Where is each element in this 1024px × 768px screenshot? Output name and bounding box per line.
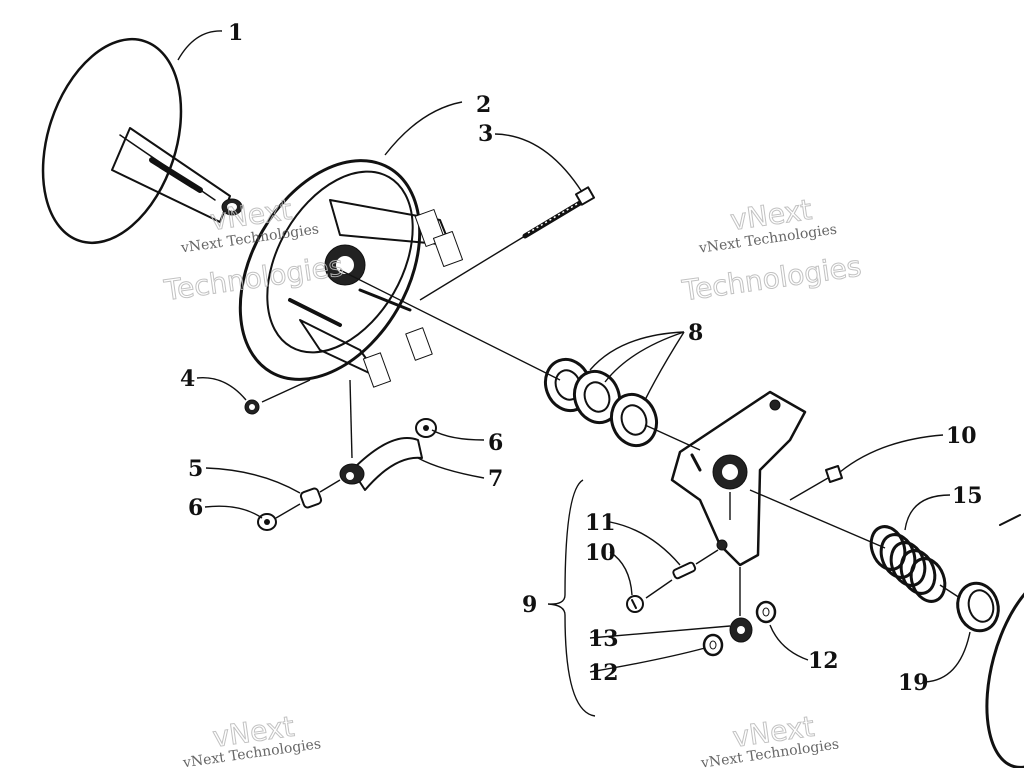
part-12-washer-upper (755, 600, 777, 624)
partial-sheave-right-edge (985, 514, 1024, 768)
callout-leaders (177, 30, 971, 717)
callout-3: 3 (478, 121, 493, 147)
callout-10-left: 10 (585, 540, 616, 566)
watermark-lower-left: vNext vNext Technologies (181, 709, 322, 768)
callout-4: 4 (180, 366, 195, 392)
part-3-bolt (522, 186, 596, 239)
callout-1: 1 (228, 20, 243, 46)
part-8-shims (543, 357, 659, 448)
part-9-cam-arm (670, 390, 807, 567)
callout-2: 2 (476, 92, 491, 118)
callout-12-left: 12 (588, 660, 619, 686)
callout-6-right: 6 (488, 430, 503, 456)
callout-7: 7 (488, 466, 503, 492)
callout-5: 5 (188, 456, 203, 482)
part-6-washer-left (257, 513, 277, 531)
watermark-lower-right: vNext vNext Technologies (699, 709, 840, 768)
part-10-cap-left (626, 595, 644, 613)
callout-numbers: 1 2 3 4 5 6 6 7 8 9 10 10 11 12 12 13 15… (180, 20, 983, 696)
part-4-nut (244, 399, 260, 415)
callout-9: 9 (522, 592, 537, 618)
callout-10-right: 10 (946, 423, 977, 449)
part-6-washer-right (415, 418, 437, 438)
part-19-bearing (956, 581, 1000, 633)
callout-12-right: 12 (808, 648, 839, 674)
part-11-pin (672, 561, 697, 580)
callout-13: 13 (588, 626, 619, 652)
assembly-lines (261, 235, 961, 616)
part-15-spring (869, 525, 947, 603)
callout-11: 11 (585, 510, 616, 536)
part-1-sheave (41, 37, 243, 245)
part-7-arm (339, 437, 423, 491)
part-10-cap-right (825, 465, 843, 483)
part-13-roller (729, 617, 753, 643)
watermark-upper-right: vNext vNext Technologies Technologies (679, 192, 864, 308)
part-5-bushing (299, 487, 323, 509)
callout-15: 15 (952, 483, 983, 509)
callout-19: 19 (898, 670, 929, 696)
callout-6-left: 6 (188, 495, 203, 521)
part-12-washer-lower (702, 633, 724, 657)
callout-8: 8 (688, 320, 703, 346)
svg-text:Technologies: Technologies (680, 250, 864, 308)
part-2-housing (238, 159, 464, 388)
